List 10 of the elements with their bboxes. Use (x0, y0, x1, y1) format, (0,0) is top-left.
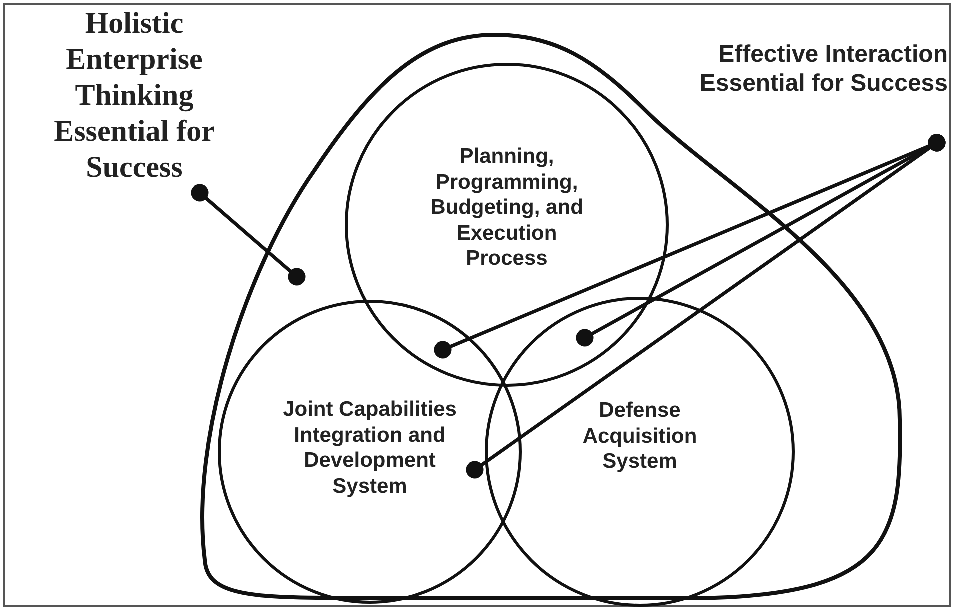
leader-line (191, 184, 306, 286)
venn-circle (485, 297, 795, 607)
venn-circle (345, 63, 669, 387)
leader-line (466, 134, 946, 479)
callout-text: Holistic Enterprise Thinking Essential for Success (53, 6, 216, 186)
venn-circle (218, 300, 522, 604)
circle-label: Joint Capabilities Integration and Development System (282, 397, 458, 500)
callout-text: Effective Interaction Essential for Success (698, 40, 948, 99)
circle-label: Planning, Programming, Budgeting, and Execution Process (430, 144, 584, 272)
circle-label: Defense Acquisition System (582, 398, 698, 475)
